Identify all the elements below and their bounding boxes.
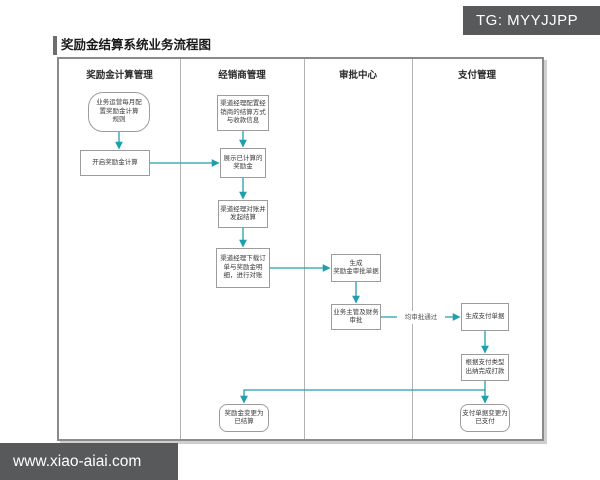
page-title: 奖励金结算系统业务流程图 xyxy=(53,36,211,55)
node-generate-payment-doc: 生成支付单据 xyxy=(461,303,509,331)
node-payment-marked-paid: 支付单据变更为 已支付 xyxy=(460,404,510,432)
node-supervisor-finance-approval: 业务主管及财务 审批 xyxy=(331,304,381,330)
tg-watermark-badge: TG: MYYJJPP xyxy=(463,6,600,35)
node-cashier-completes-payment: 根据支付类型 出纳完成打款 xyxy=(461,354,509,381)
arrow-cashier-to-settled xyxy=(240,389,485,404)
site-watermark: www.xiao-aiai.com xyxy=(0,443,178,480)
edge-label-approved: 均审批通过 xyxy=(397,310,445,324)
lane-divider-2 xyxy=(304,59,305,439)
node-download-orders-details: 渠道经理下载订 单与奖励金明 细，进行对账 xyxy=(216,248,270,288)
lane-header-approval-center: 审批中心 xyxy=(338,70,377,81)
node-show-calculated-bonus: 展示已计算的 奖励金 xyxy=(220,148,266,178)
node-reconcile-initiate-settlement: 渠道经理对账并 发起结算 xyxy=(218,200,268,228)
flowchart-canvas: 奖励金计算管理 经销商管理 审批中心 支付管理 xyxy=(57,57,544,441)
node-configure-bonus-rules: 业务运营每月配 置奖励金计算 规则 xyxy=(88,92,150,132)
node-configure-dealer-settlement: 渠道经理配置经 销商的结算方式 与收款信息 xyxy=(217,95,269,131)
lane-divider-1 xyxy=(180,59,181,439)
node-generate-approval-doc: 生成 奖励金审批单据 xyxy=(331,254,381,282)
node-bonus-marked-settled: 奖励金变更为 已结算 xyxy=(219,404,269,432)
node-start-bonus-calculation: 开启奖励金计算 xyxy=(80,150,150,176)
lane-header-dealer-management: 经销商管理 xyxy=(218,70,266,81)
lane-divider-3 xyxy=(412,59,413,439)
lane-header-bonus-calculation: 奖励金计算管理 xyxy=(86,70,153,81)
lane-header-payment-management: 支付管理 xyxy=(457,70,496,81)
